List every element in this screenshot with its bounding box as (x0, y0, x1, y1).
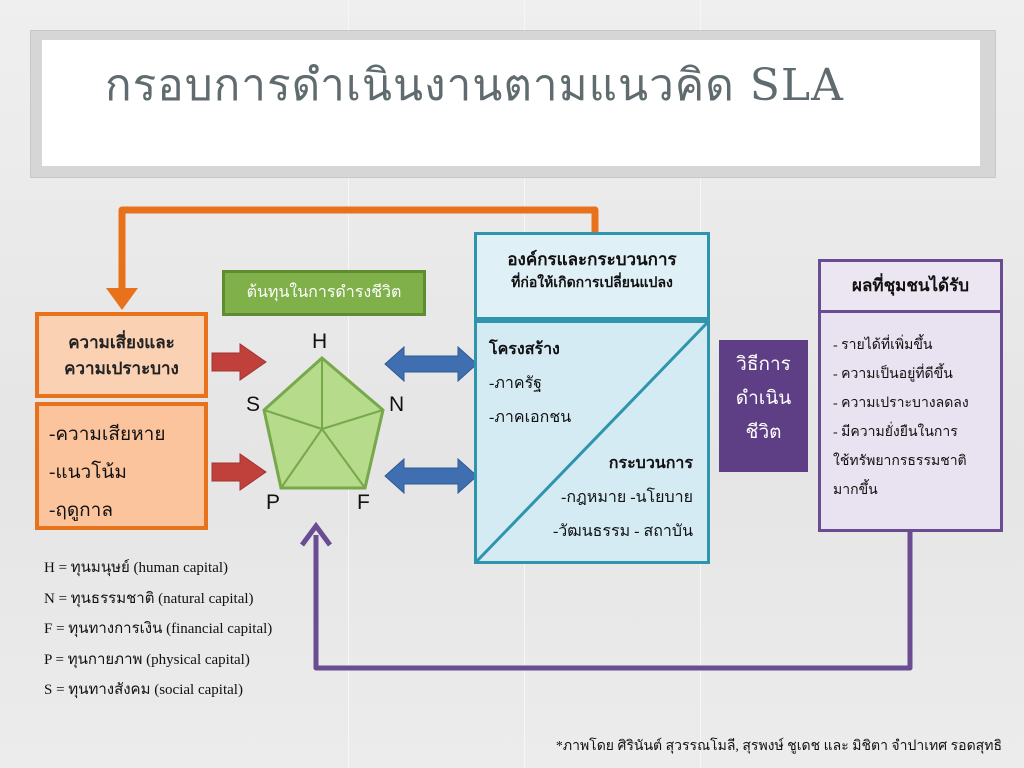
capital-label: ต้นทุนในการดำรงชีวิต (222, 270, 426, 316)
purple-arrowhead (299, 521, 333, 547)
structure-item: -ภาครัฐ (489, 375, 542, 392)
legend-item: H = ทุนมนุษย์ (human capital) (44, 560, 229, 576)
legend-item: S = ทุนทางสังคม (social capital) (44, 682, 243, 698)
capital-pentagon (262, 356, 385, 490)
risk-heading-line2: ความเปราะบาง (64, 359, 179, 378)
legend-item: F = ทุนทางการเงิน (financial capital) (44, 621, 273, 637)
result-item: ใช้ทรัพยากรธรรมชาติ (833, 454, 967, 469)
legend-item: P = ทุนกายภาพ (physical capital) (44, 651, 250, 668)
risk-item: -ความเสียหาย (49, 424, 166, 445)
org-diagonal (477, 323, 707, 561)
risk-list-box: -ความเสียหาย -แนวโน้ม -ฤดูกาล (35, 402, 208, 530)
structure-item: -ภาคเอกชน (489, 409, 572, 426)
result-item: - รายได้ที่เพิ่มขึ้น (833, 338, 933, 353)
method-line: วิธีการ (736, 354, 791, 375)
capital-org-double-arrow-1 (384, 345, 478, 383)
legend-item: N = ทุนธรรมชาติ (natural capital) (44, 590, 254, 607)
method-line: ดำเนิน (735, 388, 792, 409)
result-item: - ความเปราะบางลดลง (833, 396, 969, 411)
livelihood-method-box: วิธีการ ดำเนิน ชีวิต (719, 340, 808, 472)
purple-return-arrow (313, 530, 913, 671)
capital-org-double-arrow-2 (384, 457, 478, 495)
result-item: - มีความยั่งยืนในการ (833, 425, 958, 440)
vertex-label-n: N (389, 393, 405, 416)
capital-legend: H = ทุนมนุษย์ (human capital) N = ทุนธรร… (44, 553, 272, 706)
method-line: ชีวิต (745, 422, 782, 443)
risk-item: -ฤดูกาล (49, 500, 113, 521)
process-item: -กฎหมาย -นโยบาย (561, 489, 693, 506)
vertex-label-p: P (266, 491, 281, 514)
results-list-box: - รายได้ที่เพิ่มขึ้น - ความเป็นอยู่ที่ดี… (818, 310, 1003, 532)
risk-heading-box: ความเสี่ยงและ ความเปราะบาง (35, 312, 208, 398)
org-heading-line1: องค์กรและกระบวนการ (507, 250, 677, 269)
process-title: กระบวนการ (608, 455, 693, 472)
result-item: มากขึ้น (833, 483, 878, 498)
process-item: -วัฒนธรรม - สถาบัน (552, 523, 693, 540)
risk-to-capital-arrow-2 (211, 453, 267, 491)
vertex-label-s: S (246, 393, 261, 416)
orange-feedback-arrow (118, 206, 599, 300)
org-heading-line2: ที่ก่อให้เกิดการเปลี่ยนแปลง (511, 276, 673, 291)
orange-arrowhead (106, 288, 138, 310)
image-credit: *ภาพโดย ศิรินันต์ สุวรรณโมลี, สุรพงษ์ ชู… (555, 739, 1002, 754)
results-heading-box: ผลที่ชุมชนได้รับ (818, 259, 1003, 313)
slide-title: กรอบการดำเนินงานตามแนวคิด SLA (105, 60, 844, 111)
risk-to-capital-arrow-1 (211, 343, 267, 381)
vertex-label-h: H (312, 330, 328, 353)
risk-item: -แนวโน้ม (49, 462, 127, 483)
structure-title: โครงสร้าง (489, 341, 560, 358)
vertex-label-f: F (357, 491, 370, 514)
org-heading-box: องค์กรและกระบวนการ ที่ก่อให้เกิดการเปลี่… (474, 232, 710, 320)
org-body-box: โครงสร้าง -ภาครัฐ -ภาคเอกชน กระบวนการ -ก… (474, 320, 710, 564)
result-item: - ความเป็นอยู่ที่ดีขึ้น (833, 367, 953, 382)
title-box (42, 40, 980, 166)
risk-heading-line1: ความเสี่ยงและ (68, 333, 175, 352)
